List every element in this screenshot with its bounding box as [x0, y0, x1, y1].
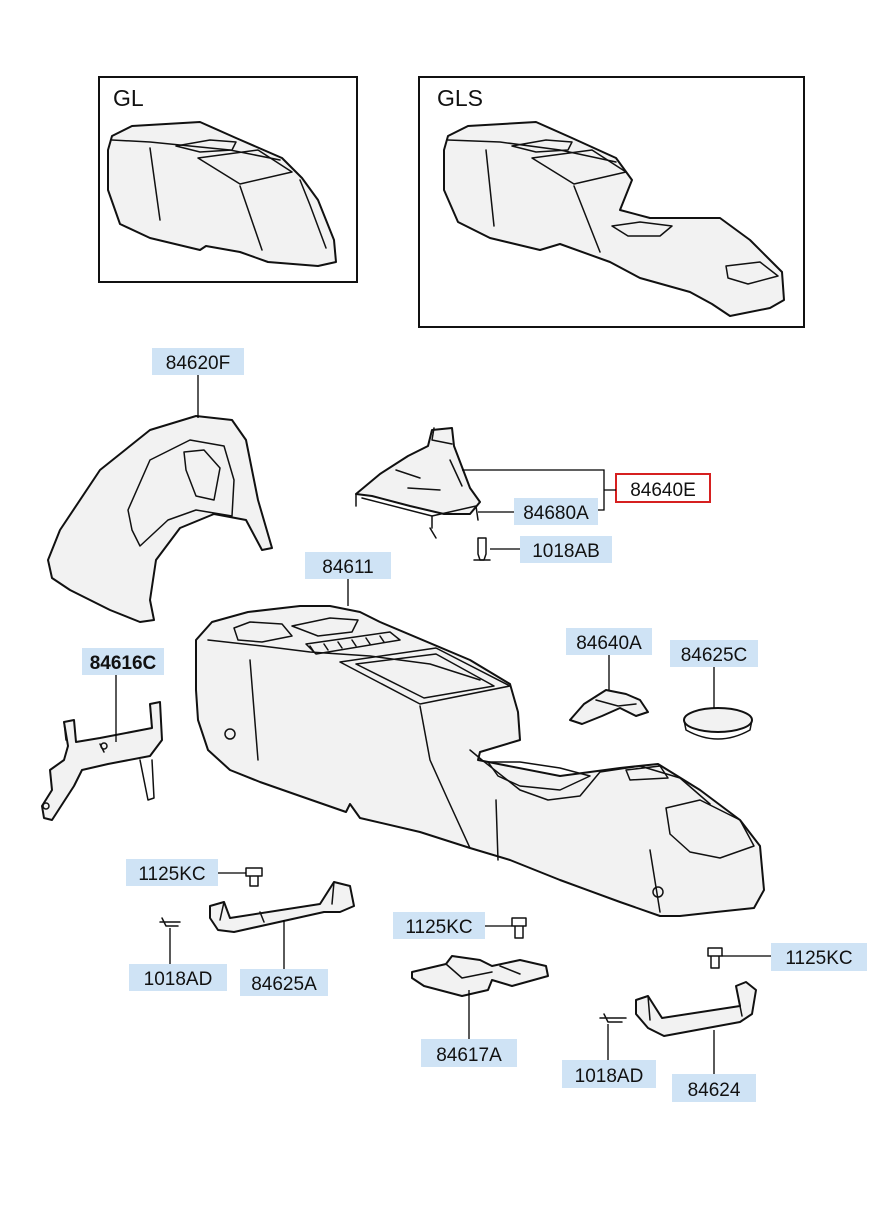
label-1018AD-right-text: 1018AD [575, 1066, 644, 1087]
label-84625C[interactable]: 84625C [670, 640, 758, 667]
label-1125KC-right-text: 1125KC [785, 948, 852, 969]
part-1018AD-left-drawing [159, 917, 181, 927]
label-84611-text: 84611 [322, 557, 373, 578]
label-1125KC-left[interactable]: 1125KC [126, 859, 218, 886]
label-84611[interactable]: 84611 [305, 552, 391, 579]
gls-console-drawing [443, 121, 785, 317]
part-84625C-drawing [683, 707, 753, 740]
label-84617A-text: 84617A [436, 1045, 502, 1066]
part-1125KC-left-drawing [245, 867, 263, 887]
label-84640A-text: 84640A [576, 633, 642, 654]
label-84620F-text: 84620F [166, 353, 230, 374]
part-84624-drawing [635, 981, 757, 1037]
part-1125KC-right-drawing [707, 947, 723, 969]
label-84640A[interactable]: 84640A [566, 628, 652, 655]
label-84625A-text: 84625A [251, 974, 317, 995]
label-84620F[interactable]: 84620F [152, 348, 244, 375]
leader-84640E [462, 469, 616, 511]
label-1018AD-right[interactable]: 1018AD [562, 1060, 656, 1088]
variant-gls-label: GLS [437, 85, 483, 111]
label-1125KC-left-text: 1125KC [138, 864, 205, 885]
label-84616C[interactable]: 84616C [82, 648, 164, 675]
gl-console-drawing [107, 121, 337, 267]
part-1125KC-mid-drawing [511, 917, 527, 939]
part-84620F-drawing [47, 415, 273, 623]
label-84640E[interactable]: 84640E [615, 473, 711, 503]
part-84625A-drawing [209, 881, 355, 933]
label-84624-text: 84624 [688, 1080, 741, 1101]
label-1018AD-left[interactable]: 1018AD [129, 964, 227, 991]
label-1125KC-mid-text: 1125KC [405, 917, 472, 938]
part-1018AD-right-drawing [599, 1013, 627, 1023]
label-84624[interactable]: 84624 [672, 1074, 756, 1102]
part-84611-drawing [195, 605, 765, 917]
label-1018AB[interactable]: 1018AB [520, 536, 612, 563]
label-1018AB-text: 1018AB [532, 541, 600, 562]
label-1125KC-mid[interactable]: 1125KC [393, 912, 485, 939]
label-84680A[interactable]: 84680A [514, 498, 598, 525]
label-84680A-text: 84680A [523, 503, 589, 524]
highlighted-part-box [615, 473, 711, 503]
variant-gl-label: GL [113, 85, 144, 111]
part-84616C-drawing [41, 701, 163, 821]
part-84640A-drawing [569, 689, 649, 725]
label-1125KC-right[interactable]: 1125KC [771, 943, 867, 971]
variant-gl-frame: GL [98, 76, 358, 283]
label-84640E-text: 84640E [630, 480, 696, 501]
label-1018AD-left-text: 1018AD [144, 969, 213, 990]
label-84617A[interactable]: 84617A [421, 1039, 517, 1067]
part-1018AB-drawing [473, 537, 491, 561]
variant-gls-frame: GLS [418, 76, 805, 328]
part-84617A-drawing [411, 955, 549, 997]
label-84616C-text: 84616C [90, 653, 157, 674]
label-84625C-text: 84625C [681, 645, 748, 666]
label-84625A[interactable]: 84625A [240, 969, 328, 996]
part-shift-boot-drawing [355, 427, 481, 539]
